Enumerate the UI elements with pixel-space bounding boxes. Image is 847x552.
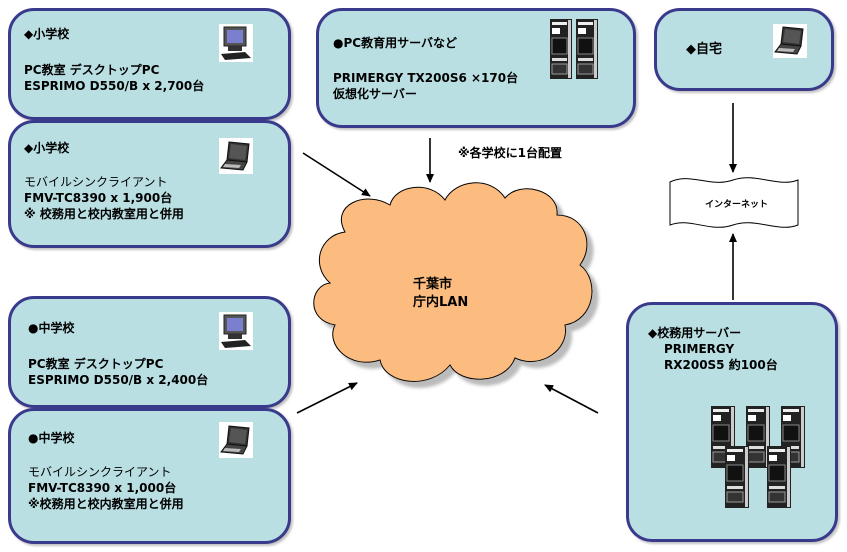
elementary-desktop-line1: PC教室 デスクトップPC [24,63,160,77]
junior-desktop-title: ●中学校 [28,321,75,335]
lan-cloud-line1: 千葉市 [413,277,453,292]
lan-cloud-label: 千葉市 庁内LAN [413,276,468,312]
arrow-elementary-to-lan [302,152,371,197]
junior-mobile-title: ●中学校 [28,431,75,445]
home-title: ◆自宅 [686,42,722,57]
server-rack-group-icon [709,404,809,518]
laptop-icon [773,24,807,62]
laptop-icon [219,138,253,178]
elementary-desktop-line2: ESPRIMO D550/B x 2,700台 [24,79,205,93]
elementary-desktop-title: ◆小学校 [24,27,70,41]
elementary-mobile-line2: FMV-TC8390 x 1,900台 [24,191,173,205]
home-box [654,8,834,91]
elementary-mobile-line3: ※ 校務用と校内教室用と併用 [24,207,184,221]
lan-cloud [313,182,593,382]
desktop-pc-icon [219,24,253,66]
junior-mobile-line1: モバイルシンクライアント [28,465,172,479]
desktop-pc-icon [219,312,253,354]
tower-server-icon [549,18,599,84]
edu-server-line2: 仮想化サーバー [333,87,417,101]
internet-shape [669,177,799,228]
junior-desktop-line2: ESPRIMO D550/B x 2,400台 [28,373,209,387]
junior-mobile-line2: FMV-TC8390 x 1,000台 [28,481,177,495]
admin-server-title: ◆校務用サーバー [648,326,742,340]
junior-mobile-line3: ※校務用と校内教室用と併用 [28,497,184,511]
elementary-mobile-title: ◆小学校 [24,141,70,155]
arrow-junior-to-lan [296,382,358,414]
elementary-mobile-line1: モバイルシンクライアント [24,175,168,189]
edu-server-title: ●PC教育用サーバなど [333,36,457,50]
laptop-icon [219,422,253,462]
server-placement-note: ※各学校に1台配置 [458,146,563,160]
edu-server-line1: PRIMERGY TX200S6 ×170台 [333,71,519,85]
lan-cloud-line2: 庁内LAN [413,295,469,310]
admin-server-line1: PRIMERGY [664,342,735,356]
internet-label: インターネット [705,200,769,210]
admin-server-line2: RX200S5 約100台 [664,358,778,372]
junior-desktop-line1: PC教室 デスクトップPC [28,357,164,371]
arrow-admin-to-lan [544,384,599,414]
